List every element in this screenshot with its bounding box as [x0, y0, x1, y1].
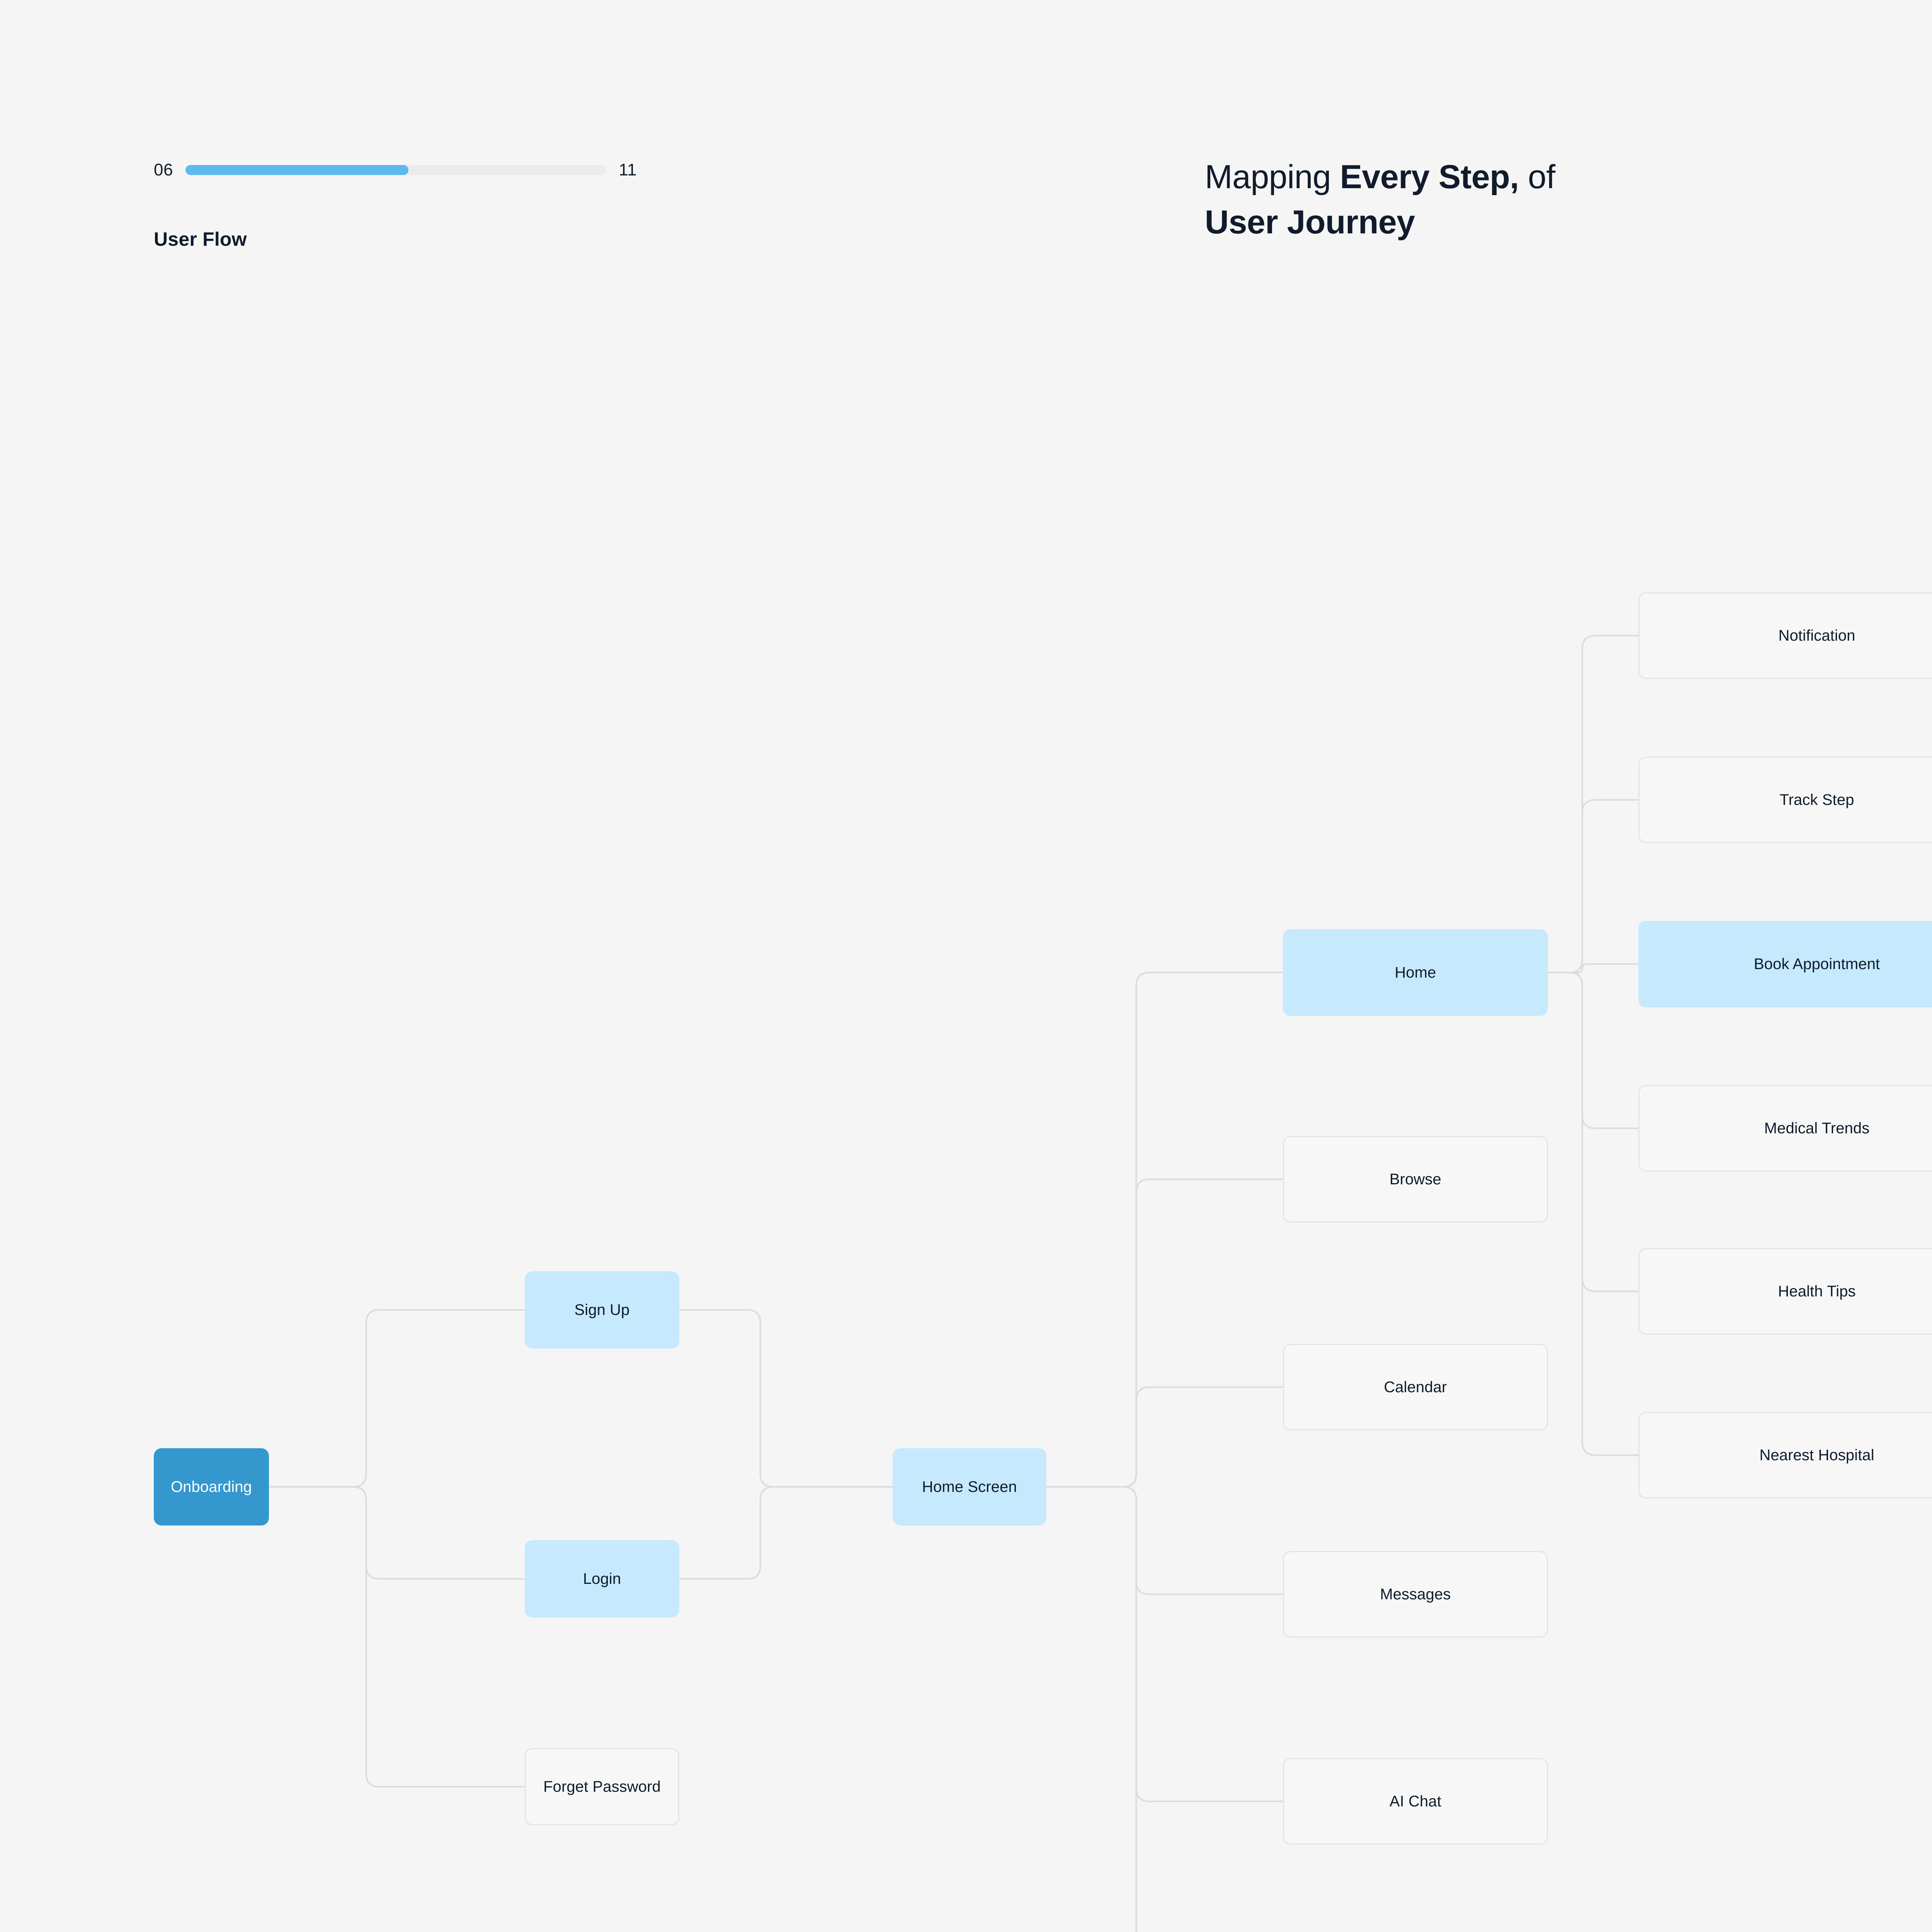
flow-node-forgetpass[interactable]: Forget Password	[525, 1748, 679, 1825]
flow-node-label: Nearest Hospital	[1759, 1447, 1874, 1464]
connector-homescreen-to-browse	[1046, 1179, 1283, 1488]
flow-node-label: Calendar	[1384, 1379, 1447, 1396]
connector-login-to-homescreen	[679, 1486, 893, 1580]
flow-node-label: Login	[583, 1570, 621, 1587]
headline-light-2: of	[1519, 158, 1555, 196]
step-total-number: 11	[619, 160, 637, 179]
headline-bold-2: User Journey	[1205, 203, 1415, 241]
flow-node-healthtips[interactable]: Health Tips	[1638, 1248, 1932, 1335]
flow-node-notification[interactable]: Notification	[1638, 592, 1932, 679]
flow-node-calendar[interactable]: Calendar	[1283, 1344, 1548, 1430]
connector-home-to-bookappt	[1548, 963, 1638, 973]
flow-node-label: Home Screen	[922, 1478, 1017, 1495]
flow-node-medtrends[interactable]: Medical Trends	[1638, 1085, 1932, 1172]
flow-node-login[interactable]: Login	[525, 1540, 679, 1617]
connector-onboarding-to-login	[269, 1486, 525, 1580]
headline-bold-1: Every Step,	[1340, 158, 1519, 196]
flow-node-label: Browse	[1389, 1171, 1441, 1188]
flow-node-signup[interactable]: Sign Up	[525, 1271, 679, 1349]
flow-node-home[interactable]: Home	[1283, 929, 1548, 1016]
flow-node-bookappt[interactable]: Book Appointment	[1638, 921, 1932, 1007]
flow-node-aichat[interactable]: AI Chat	[1283, 1758, 1548, 1845]
connector-home-to-nearhosp	[1548, 972, 1638, 1456]
section-label: User Flow	[154, 228, 247, 250]
connector-onboarding-to-signup	[269, 1309, 525, 1488]
connector-signup-to-homescreen	[679, 1309, 893, 1488]
flow-node-label: Track Step	[1779, 791, 1854, 808]
flow-node-trackstep[interactable]: Track Step	[1638, 757, 1932, 843]
connector-home-to-trackstep	[1548, 799, 1638, 973]
connector-home-to-medtrends	[1548, 972, 1638, 1129]
flow-node-label: Onboarding	[170, 1478, 252, 1495]
flow-node-label: Messages	[1380, 1586, 1451, 1603]
flow-node-label: Home	[1395, 964, 1436, 981]
progress-fill	[185, 165, 409, 175]
flow-node-browse[interactable]: Browse	[1283, 1136, 1548, 1223]
headline-light-1: Mapping	[1205, 158, 1340, 196]
step-progress: 06 11	[154, 159, 637, 181]
connector-homescreen-to-messages	[1046, 1486, 1283, 1595]
connector-homescreen-to-aichat	[1046, 1486, 1283, 1802]
page-headline: Mapping Every Step, of User Journey	[1205, 155, 1932, 245]
flow-node-label: Book Appointment	[1753, 956, 1880, 973]
step-current-number: 06	[154, 160, 173, 179]
connector-homescreen-to-profile	[1046, 1486, 1137, 1932]
connector-homescreen-to-calendar	[1046, 1386, 1283, 1488]
flow-node-label: Notification	[1778, 627, 1855, 644]
flow-node-label: Medical Trends	[1764, 1120, 1870, 1137]
connector-onboarding-to-forgetpass	[269, 1486, 525, 1787]
flow-node-homescreen[interactable]: Home Screen	[893, 1448, 1046, 1526]
flow-node-onboarding[interactable]: Onboarding	[154, 1448, 269, 1526]
connector-home-to-notification	[1548, 635, 1638, 973]
connector-home-to-healthtips	[1548, 972, 1638, 1292]
flow-node-messages[interactable]: Messages	[1283, 1551, 1548, 1638]
flow-node-label: AI Chat	[1389, 1793, 1442, 1810]
connector-homescreen-to-home	[1046, 972, 1283, 1488]
flow-node-nearhosp[interactable]: Nearest Hospital	[1638, 1412, 1932, 1498]
progress-track[interactable]	[185, 165, 607, 175]
flow-node-label: Sign Up	[574, 1301, 630, 1318]
flow-node-label: Forget Password	[543, 1778, 661, 1795]
flow-node-label: Health Tips	[1778, 1283, 1856, 1300]
